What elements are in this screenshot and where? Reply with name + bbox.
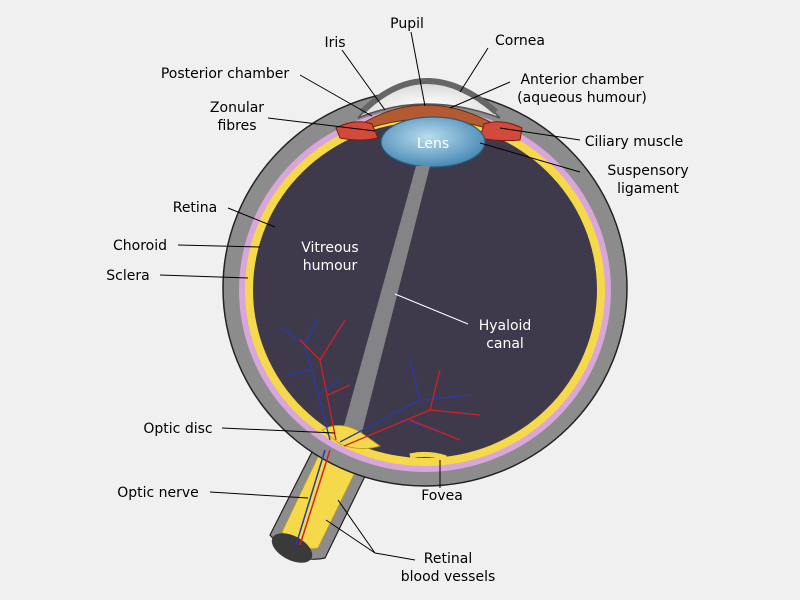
label-hyaloid: Hyaloid [479,318,532,334]
label-sclera: Sclera [106,268,149,284]
label-blood-vessels: blood vessels [401,569,496,585]
label-lens: Lens [417,136,449,152]
ciliary-body-left [335,121,379,141]
cornea-rim [359,78,498,115]
label-retinal: Retinal [424,551,472,567]
retinal-blood-vessels [281,317,481,546]
label-choroid: Choroid [113,238,167,254]
leader-lines [159,31,581,561]
label-anterior-chamber: Anterior chamber [520,72,643,88]
optic-disc [321,425,381,449]
ciliary-body-right [479,121,523,142]
vitreous-body [253,122,597,458]
label-posterior-chamber: Posterior chamber [161,66,290,82]
label-iris: Iris [324,35,345,51]
label-vitreous: Vitreous [301,240,358,256]
label-ciliary-muscle: Ciliary muscle [585,134,684,150]
label-canal: canal [486,336,524,352]
label-retina: Retina [173,200,218,216]
label-cornea: Cornea [495,33,545,49]
label-suspensory: Suspensory [607,163,688,179]
label-humour: humour [303,258,358,274]
label-aqueous-humour: (aqueous humour) [517,90,647,106]
lens [380,116,486,168]
label-optic-disc: Optic disc [143,421,212,437]
label-pupil: Pupil [390,16,424,32]
label-fibres: fibres [217,118,256,134]
label-zonular: Zonular [210,100,264,116]
hyaloid-canal [340,166,430,440]
label-ligament: ligament [617,181,679,197]
label-optic-nerve: Optic nerve [117,485,199,501]
fovea [409,451,447,461]
label-fovea: Fovea [421,488,463,504]
